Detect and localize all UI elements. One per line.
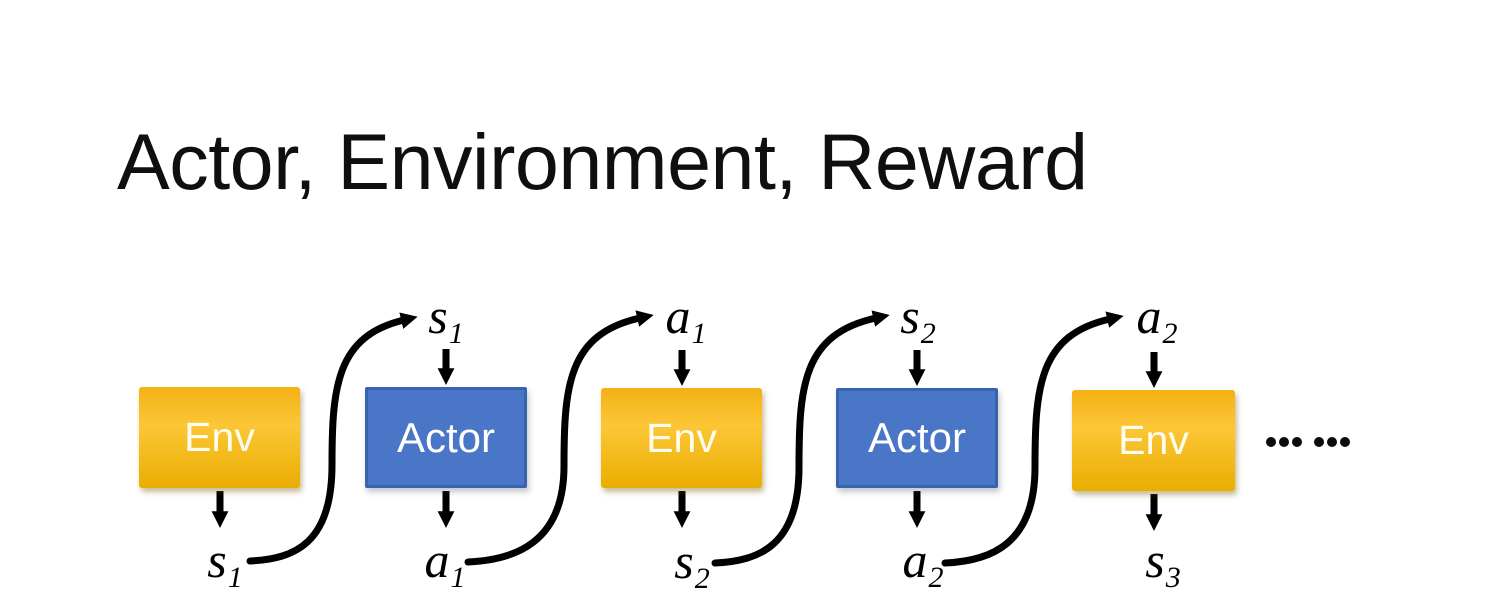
actor-box-label: Actor: [867, 414, 967, 461]
feedback-curve-4: [941, 311, 1124, 567]
symbol-subscript: 1: [450, 561, 466, 594]
symbol-subscript: 2: [928, 561, 944, 594]
bottom-label-s3: s3: [1145, 535, 1180, 593]
ellipsis-dot: [1292, 437, 1302, 447]
symbol-base: s: [900, 288, 920, 344]
env-box-3: Env: [601, 388, 762, 488]
env-box-label: Env: [1118, 417, 1189, 463]
feedback-curve-2: [464, 310, 654, 566]
actor-box-4: Actor: [836, 388, 998, 488]
symbol-subscript: 1: [448, 317, 464, 350]
symbol-base: s: [1145, 532, 1165, 588]
ellipsis-dot: [1279, 437, 1289, 447]
symbol-base: a: [424, 532, 450, 588]
symbol-subscript: 2: [1162, 317, 1178, 350]
feedback-curve-3: [711, 310, 890, 567]
bottom-label-a2: a2: [903, 535, 944, 593]
actor-box-2: Actor: [365, 387, 527, 488]
symbol-base: s: [428, 288, 448, 344]
top-label-s2: s2: [900, 291, 935, 349]
symbol-subscript: 2: [694, 562, 710, 595]
ellipsis-dot: [1266, 437, 1276, 447]
ellipsis-dot: [1327, 437, 1337, 447]
symbol-base: s: [674, 533, 694, 589]
ellipsis-dots: [1266, 436, 1353, 448]
top-label-a2: a2: [1137, 291, 1178, 349]
ellipsis-dot: [1314, 437, 1324, 447]
top-label-s1: s1: [428, 291, 463, 349]
env-box-5: Env: [1072, 390, 1235, 491]
bottom-label-s1: s1: [207, 535, 242, 593]
actor-box-label: Actor: [396, 413, 496, 461]
symbol-subscript: 1: [227, 561, 243, 594]
symbol-base: a: [1136, 288, 1162, 344]
symbol-base: s: [207, 532, 227, 588]
bottom-label-a1: a1: [425, 535, 466, 593]
bottom-label-s2: s2: [674, 536, 709, 594]
symbol-subscript: 3: [1165, 561, 1181, 594]
symbol-base: a: [902, 532, 928, 588]
env-box-1: Env: [139, 387, 300, 488]
ellipsis-dot: [1340, 437, 1350, 447]
symbol-subscript: 2: [920, 317, 936, 350]
symbol-base: a: [665, 288, 691, 344]
slide-title: Actor, Environment, Reward: [117, 117, 1088, 206]
env-box-label: Env: [646, 414, 717, 461]
top-label-a1: a1: [666, 291, 707, 349]
env-box-label: Env: [184, 414, 255, 460]
feedback-curve-1: [246, 312, 418, 565]
symbol-subscript: 1: [691, 317, 707, 350]
